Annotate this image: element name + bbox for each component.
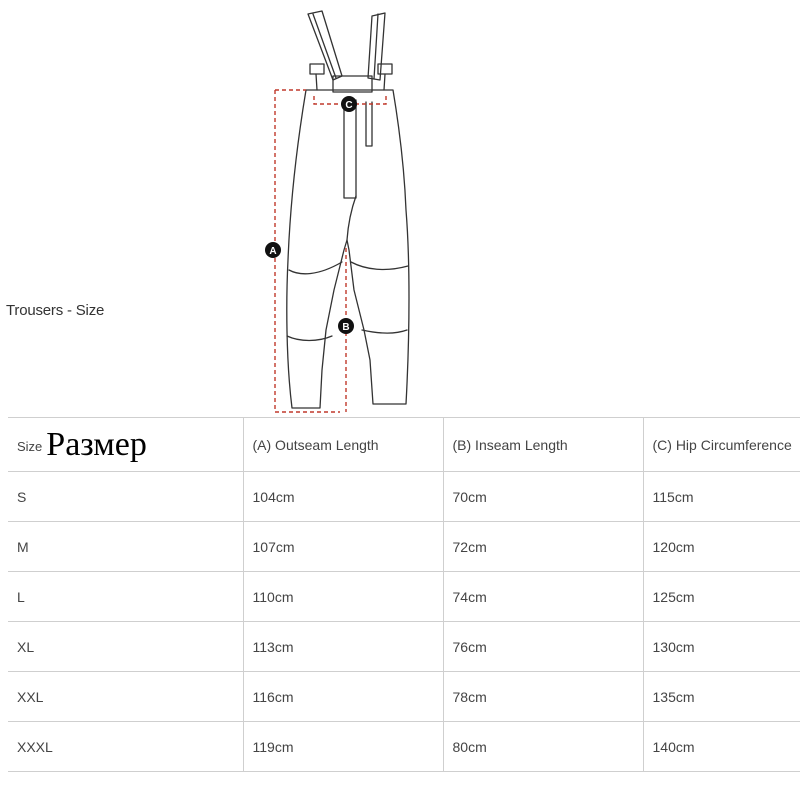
header-outseam: (A) Outseam Length (242, 417, 444, 472)
cell-inseam: 72cm (442, 521, 644, 572)
cell-hip: 130cm (642, 621, 800, 672)
cell-hip: 120cm (642, 521, 800, 572)
header-size-label: Size (17, 438, 43, 454)
cell-size: XXXL (8, 721, 244, 772)
cell-outseam: 104cm (242, 471, 444, 522)
cell-outseam: 119cm (242, 721, 444, 772)
marker-b (338, 318, 354, 334)
cell-inseam: 70cm (442, 471, 644, 522)
page-title: Trousers - Size (6, 302, 105, 319)
cell-hip: 115cm (642, 471, 800, 522)
cell-hip: 135cm (642, 671, 800, 722)
marker-c-label: C (345, 100, 352, 111)
cell-size: XL (8, 621, 244, 672)
marker-b-label: B (342, 322, 349, 333)
marker-a-label: A (269, 246, 276, 257)
cell-size: L (8, 571, 244, 622)
trousers-diagram: A B C (265, 10, 410, 413)
cell-outseam: 116cm (242, 671, 444, 722)
header-inseam: (B) Inseam Length (442, 417, 644, 472)
right-strap (367, 12, 386, 81)
cell-inseam: 76cm (442, 621, 644, 672)
cell-outseam: 107cm (242, 521, 444, 572)
header-hip: (C) Hip Circumference (642, 417, 800, 472)
trousers-outline (286, 89, 410, 409)
cell-size: S (8, 471, 244, 522)
marker-a (265, 242, 281, 258)
cell-outseam: 110cm (242, 571, 444, 622)
cell-size: XXL (8, 671, 244, 722)
cell-inseam: 78cm (442, 671, 644, 722)
marker-c (341, 96, 357, 112)
cell-hip: 125cm (642, 571, 800, 622)
header-size-ru: Размер (46, 425, 147, 463)
cell-outseam: 113cm (242, 621, 444, 672)
cell-size: M (8, 521, 244, 572)
cell-inseam: 74cm (442, 571, 644, 622)
cell-hip: 140cm (642, 721, 800, 772)
cell-inseam: 80cm (442, 721, 644, 772)
